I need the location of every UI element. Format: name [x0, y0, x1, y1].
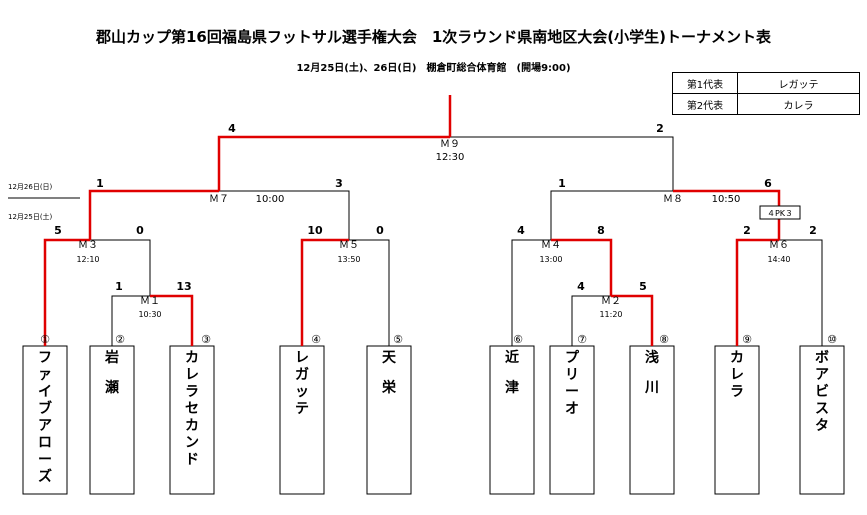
team-name: ボアビスタ: [815, 350, 829, 434]
team-name: 天栄: [381, 350, 397, 396]
winner-path: [735, 238, 779, 346]
team-name: カレラセカンド: [185, 350, 199, 468]
match-name: Ｍ４: [541, 240, 561, 251]
winner-path: [43, 238, 90, 346]
team-box: [366, 345, 412, 495]
winner-path: [150, 294, 194, 346]
team-seed: ⑤: [393, 333, 403, 346]
team-name: 岩瀬: [104, 349, 119, 396]
day-label-upper: 12月26日(日): [8, 183, 53, 191]
bracket-line: [450, 136, 674, 191]
match-name: Ｍ５: [339, 240, 359, 251]
representative-label: 第2代表: [672, 93, 738, 115]
team-seed: ①: [40, 333, 50, 346]
representative-row: 第2代表 カレラ: [672, 93, 860, 115]
team-seed: ⑦: [577, 333, 587, 346]
match-time: 10:00: [256, 194, 285, 205]
match-time: 13:00: [539, 255, 562, 264]
team-seed: ③: [201, 333, 211, 346]
match-score: 5: [54, 224, 62, 237]
bracket-line: [90, 239, 151, 296]
match-time: 12:30: [436, 152, 465, 163]
team-box: [629, 345, 675, 495]
match-score: 0: [376, 224, 384, 237]
winner-path: [300, 238, 349, 346]
representatives-table: 第1代表 レガッテ 第2代表 カレラ: [672, 72, 860, 115]
match-name: Ｍ６: [769, 240, 789, 251]
winner-path: [673, 189, 781, 240]
winner-path: [88, 189, 219, 240]
match-time: 10:30: [138, 310, 161, 319]
team-seed: ④: [311, 333, 321, 346]
team-name: レガッテ: [295, 350, 309, 417]
match-score: 0: [136, 224, 144, 237]
match-name: Ｍ２: [601, 296, 621, 307]
match-time: 14:40: [767, 255, 790, 264]
match-score: 4: [517, 224, 525, 237]
pk-badge: [759, 205, 801, 220]
match-name: Ｍ７: [209, 194, 229, 205]
match-time: 11:20: [599, 310, 622, 319]
team-name: プリーオ: [565, 350, 580, 417]
team-seed: ⑥: [513, 333, 523, 346]
team-seed: ②: [115, 333, 125, 346]
winner-path: [551, 238, 613, 296]
match-name: Ｍ３: [78, 240, 98, 251]
team-name: 近津: [505, 349, 519, 396]
match-score: 1: [115, 280, 123, 293]
match-score: 2: [809, 224, 817, 237]
winner-path: [611, 294, 654, 346]
bracket-line: [779, 239, 823, 346]
day-label-lower: 12月25日(土): [8, 212, 53, 221]
team-name: 浅川: [644, 349, 659, 396]
bracket-line: [571, 295, 611, 346]
team-seed: ⑧: [659, 333, 669, 346]
event-info: 12月25日(土)、26日(日) 棚倉町総合体育館 (開場9:00): [296, 63, 571, 74]
bracket-line: [511, 239, 551, 346]
match-time: 12:10: [76, 255, 99, 264]
winner-path: [217, 135, 450, 191]
bracket-line: [111, 295, 150, 346]
bracket-line: [550, 190, 673, 240]
representative-team: カレラ: [737, 93, 860, 115]
team-box: [489, 345, 535, 495]
match-score: 1: [96, 177, 104, 190]
match-score: 5: [639, 280, 647, 293]
bracket-line: [219, 190, 350, 240]
match-name: Ｍ９: [440, 139, 460, 150]
match-score: 3: [335, 177, 343, 190]
match-score: 4: [577, 280, 585, 293]
team-name: ファイブアローズ: [38, 350, 52, 485]
team-seed: ⑨: [742, 333, 752, 346]
match-score: 4: [228, 122, 236, 135]
match-time: 13:50: [337, 255, 360, 264]
match-name: Ｍ１: [140, 296, 160, 307]
match-score: 1: [558, 177, 566, 190]
match-score: 10: [307, 224, 323, 237]
match-score: 2: [743, 224, 751, 237]
match-time: 10:50: [712, 194, 741, 205]
team-seed: ⑩: [827, 333, 837, 346]
team-box: [89, 345, 135, 495]
page-title: 郡山カップ第16回福島県フットサル選手権大会 1次ラウンド県南地区大会(小学生)…: [95, 28, 772, 46]
match-score: 13: [176, 280, 191, 293]
team-name: カレラ: [730, 350, 744, 400]
bracket-line: [349, 239, 390, 346]
match-score: 6: [764, 177, 772, 190]
match-score: 8: [597, 224, 605, 237]
pk-result: ４PK３: [767, 209, 793, 218]
match-score: 2: [656, 122, 664, 135]
match-name: Ｍ８: [663, 194, 683, 205]
